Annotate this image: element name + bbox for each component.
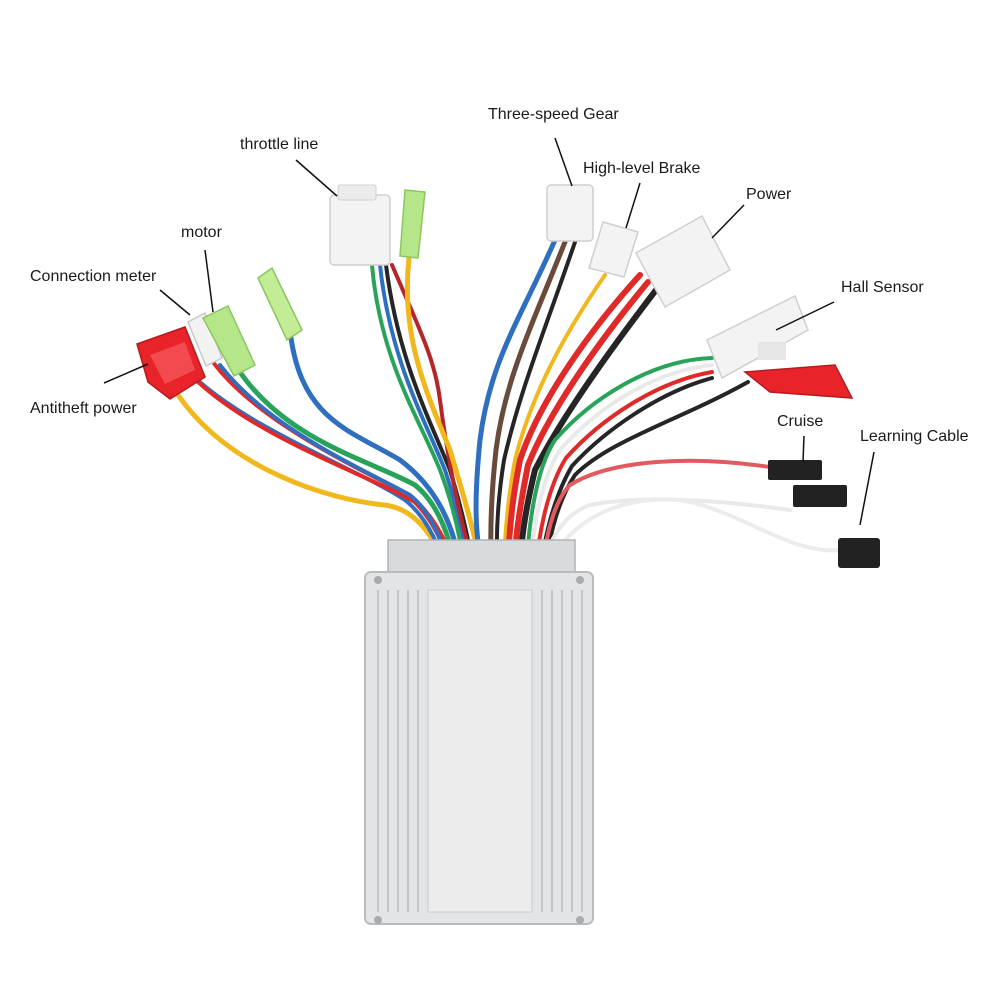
label-connection-meter: Connection meter <box>30 268 157 285</box>
leader-power <box>711 204 745 239</box>
hall-wire-green <box>524 356 714 577</box>
learning-cable-connector <box>838 538 880 568</box>
cruise-wire-white <box>538 497 792 577</box>
throttle-wire-red <box>390 263 480 577</box>
motor-terminal <box>201 266 303 378</box>
housing-fins-left <box>377 590 419 912</box>
throttle-green-terminal <box>399 189 426 259</box>
leader-antitheft-power <box>103 363 149 384</box>
connection-meter-connector <box>187 311 223 368</box>
label-antitheft-power: Antitheft power <box>30 400 137 417</box>
label-motor: motor <box>181 224 222 241</box>
throttle-wire-yellow <box>404 255 485 578</box>
learning-wire-white <box>543 497 842 577</box>
three-speed-gear-connector <box>546 184 594 242</box>
leader-high-level-brake <box>625 182 641 229</box>
motor-long-wire-blue <box>287 327 465 578</box>
gear-wire-blue <box>473 237 558 578</box>
motor-wire-green <box>229 357 461 578</box>
leader-lines <box>103 137 875 526</box>
controller-housing <box>364 539 594 925</box>
label-power: Power <box>746 186 792 203</box>
antitheft-connector <box>136 326 206 400</box>
leader-motor <box>204 249 214 313</box>
label-three-speed-gear: Three-speed Gear <box>488 106 619 123</box>
red-small-connector <box>743 364 854 399</box>
hall-sensor-connector <box>706 294 809 380</box>
high-level-brake-connector <box>588 221 639 278</box>
screw <box>576 576 584 584</box>
leader-connection-meter <box>159 289 191 316</box>
throttle-connector <box>329 184 391 266</box>
label-cruise: Cruise <box>777 413 824 430</box>
label-learning-cable: Learning Cable <box>860 428 969 445</box>
power-connector <box>634 214 731 309</box>
screw <box>576 916 584 924</box>
screw <box>374 576 382 584</box>
leader-hall-sensor <box>775 301 835 331</box>
screw <box>374 916 382 924</box>
connectors <box>136 184 880 568</box>
leader-cruise <box>802 435 805 463</box>
leader-learning-cable <box>859 451 875 526</box>
label-hall-sensor: Hall Sensor <box>841 279 924 296</box>
label-throttle-line: throttle line <box>240 136 319 153</box>
leader-three-speed-gear <box>554 137 573 187</box>
label-high-level-brake: High-level Brake <box>583 160 701 177</box>
hall-wire-white <box>528 363 714 577</box>
cruise-connector <box>768 460 847 507</box>
hall-wire-red <box>533 370 714 577</box>
leader-throttle-line <box>295 159 338 197</box>
housing-fins-right <box>541 590 583 912</box>
